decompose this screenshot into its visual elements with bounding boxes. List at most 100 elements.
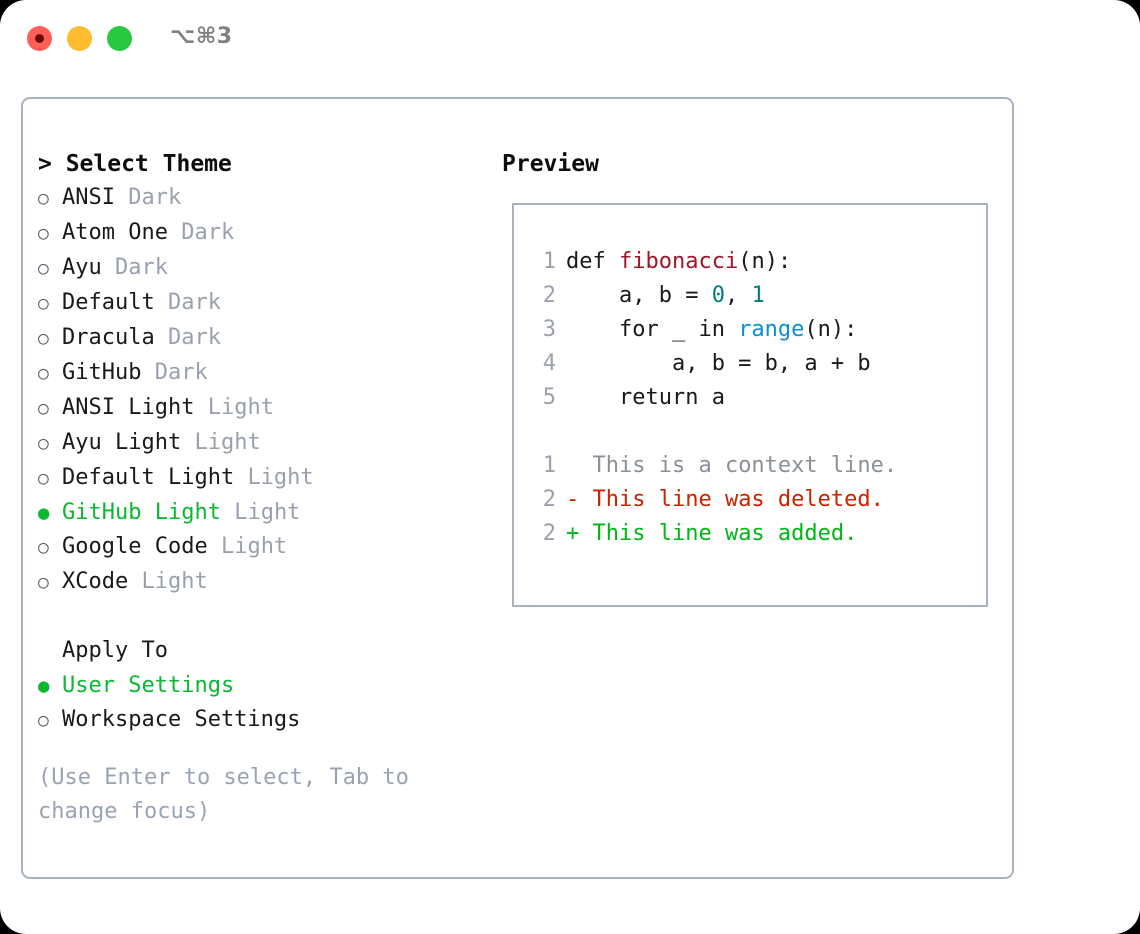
diff-line-text: This line was deleted. — [579, 487, 884, 512]
theme-list: ○ANSI Dark○Atom One Dark○Ayu Dark○Defaul… — [38, 181, 493, 600]
theme-name: Default Light — [62, 465, 235, 490]
apply-to-list: ●User Settings ○ Workspace Settings — [38, 669, 493, 738]
theme-variant-label: Light — [194, 430, 261, 455]
radio-unselected-icon[interactable]: ○ — [38, 363, 49, 384]
theme-variant-label: Light — [234, 500, 301, 525]
theme-variant-label: Light — [247, 465, 314, 490]
theme-name-gap — [155, 286, 168, 320]
diff-line: 2- This line was deleted. — [530, 483, 978, 517]
theme-variant-label: Dark — [128, 185, 182, 210]
code-token-plain: a, b = — [566, 283, 712, 308]
theme-name: XCode — [62, 569, 129, 594]
theme-list-item[interactable]: ○ ANSI Light Light — [38, 391, 493, 426]
theme-name-gap — [155, 321, 168, 355]
theme-list-item[interactable]: ○Google Code Light — [38, 530, 493, 565]
theme-name: GitHub — [62, 360, 142, 385]
diff-line-text: This line was added. — [579, 521, 858, 546]
line-number: 3 — [542, 317, 556, 342]
diff-line-text: This is a context line. — [579, 453, 898, 478]
theme-name-gap — [181, 426, 194, 460]
line-number: 5 — [542, 385, 556, 410]
code-diff-spacer — [530, 415, 978, 449]
diff-sign — [566, 449, 579, 483]
theme-variant-label: Light — [207, 395, 274, 420]
theme-name: Dracula — [62, 325, 155, 350]
code-line: 2 a, b = 0, 1 — [530, 279, 978, 313]
theme-variant-label: Dark — [115, 255, 168, 280]
radio-unselected-icon[interactable]: ○ — [38, 223, 49, 244]
radio-unselected-icon[interactable]: ○ — [38, 433, 49, 454]
theme-name-gap — [221, 496, 234, 530]
code-token-plain: a, b = b, a + b — [566, 351, 871, 376]
theme-variant-label: Dark — [181, 220, 235, 245]
apply-to-item[interactable]: ●User Settings — [38, 669, 493, 703]
code-token-plain: def — [566, 249, 619, 274]
theme-variant-label: Dark — [167, 290, 221, 315]
code-token-number: 1 — [751, 283, 765, 308]
radio-selected-icon[interactable]: ● — [38, 675, 50, 697]
line-number: 1 — [542, 249, 556, 274]
theme-list-item[interactable]: ○ Default Light Light — [38, 461, 493, 496]
theme-name-gap — [128, 565, 141, 599]
theme-variant-label: Light — [141, 569, 208, 594]
radio-unselected-icon[interactable]: ○ — [38, 537, 49, 558]
theme-list-item[interactable]: ○ GitHub Dark — [38, 356, 493, 391]
select-theme-header: > Select Theme — [38, 151, 232, 177]
theme-list-item[interactable]: ○Default Dark — [38, 286, 493, 321]
radio-unselected-icon[interactable]: ○ — [38, 572, 49, 593]
apply-to-label: Workspace Settings — [62, 707, 301, 732]
theme-list-item[interactable]: ● GitHub Light Light — [38, 496, 493, 530]
theme-name: Ayu Light — [62, 430, 182, 455]
theme-name-gap — [168, 216, 181, 250]
code-line-text: return a — [566, 381, 725, 415]
theme-name: ANSI Light — [62, 395, 195, 420]
code-line: 1 def fibonacci(n): — [530, 245, 978, 279]
code-line: 4 a, b = b, a + b — [530, 347, 978, 381]
theme-name-gap — [208, 530, 221, 564]
code-line: 3 for _ in range(n): — [530, 313, 978, 347]
minimize-button[interactable] — [67, 26, 92, 51]
radio-selected-icon[interactable]: ● — [38, 502, 50, 524]
apply-to-item[interactable]: ○ Workspace Settings — [38, 703, 493, 738]
line-number: 2 — [542, 487, 556, 512]
code-token-plain: for _ in — [566, 317, 739, 342]
diff-sign: - — [566, 487, 580, 512]
theme-name: GitHub Light — [62, 500, 221, 525]
radio-unselected-icon[interactable]: ○ — [38, 710, 49, 731]
radio-unselected-icon[interactable]: ○ — [38, 258, 49, 279]
diff-line: 1 This is a context line. — [530, 449, 978, 483]
radio-unselected-icon[interactable]: ○ — [38, 293, 49, 314]
apply-to-header: Apply To — [62, 638, 168, 663]
theme-name: Ayu — [62, 255, 102, 280]
theme-variant-label: Dark — [154, 360, 208, 385]
theme-list-item[interactable]: ○ Ayu Light Light — [38, 426, 493, 461]
keyboard-hint: (Use Enter to select, Tab to change focu… — [38, 765, 409, 824]
code-line-text: def fibonacci(n): — [566, 245, 791, 279]
theme-variant-label: Light — [220, 534, 288, 559]
main-panel: > Select Theme ○ANSI Dark○Atom One Dark○… — [21, 97, 1014, 879]
diff-line: 2+ This line was added. — [530, 517, 978, 551]
radio-unselected-icon[interactable]: ○ — [38, 328, 49, 349]
preview-column: Preview — [502, 147, 1002, 181]
apply-to-header-marker: ○ — [38, 635, 62, 669]
theme-list-item[interactable]: ○ XCode Light — [38, 565, 493, 600]
title-bar: ⌥⌘3 — [0, 0, 1140, 78]
code-token-number: 0 — [711, 283, 725, 308]
code-token-plain: (n): — [804, 317, 858, 342]
theme-list-item[interactable]: ○ANSI Dark — [38, 181, 493, 216]
theme-list-item[interactable]: ○Dracula Dark — [38, 321, 493, 356]
code-token-func: fibonacci — [618, 249, 739, 274]
maximize-button[interactable] — [107, 26, 132, 51]
theme-list-item[interactable]: ○Atom One Dark — [38, 216, 493, 251]
theme-list-item[interactable]: ○ Ayu Dark — [38, 251, 493, 286]
radio-unselected-icon[interactable]: ○ — [38, 188, 49, 209]
radio-unselected-icon[interactable]: ○ — [38, 468, 49, 489]
radio-unselected-icon[interactable]: ○ — [38, 398, 49, 419]
code-line-text: a, b = b, a + b — [566, 347, 871, 381]
diff-sign: + — [566, 521, 580, 546]
apply-to-header-row: ○ Apply To — [38, 634, 493, 669]
